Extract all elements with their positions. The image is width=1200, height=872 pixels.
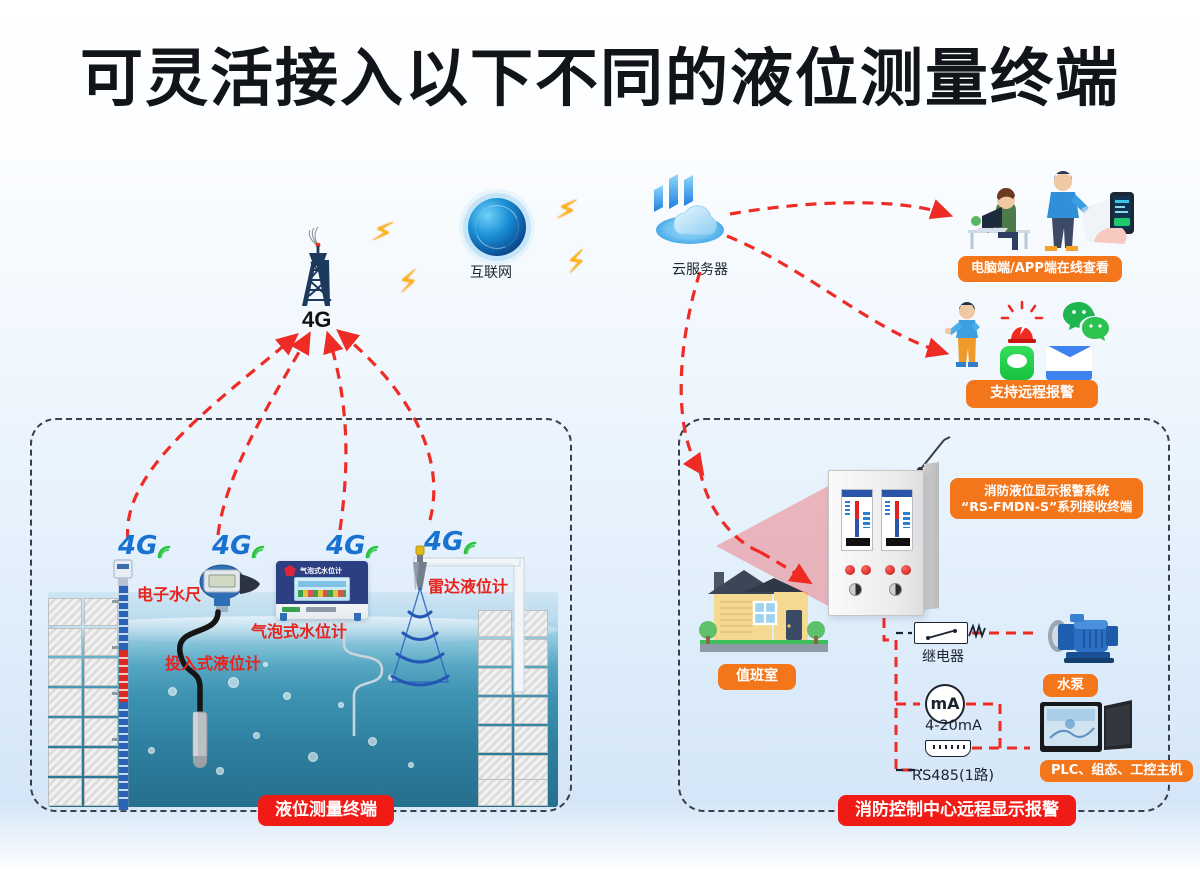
rs485-port-icon (925, 740, 971, 757)
reservoir-water-scene (48, 592, 558, 807)
tag-4g-text-3: 4G (326, 531, 366, 561)
cabinet-button-2[interactable] (861, 565, 871, 575)
badge-receiving-terminal-line1: 消防液位显示报警系统 (984, 483, 1110, 498)
cabinet-button-1[interactable] (845, 565, 855, 575)
badge-plc-scada-host: PLC、组态、工控主机 (1040, 760, 1194, 783)
bubbler-water-level-gauge-device: 气泡式水位计 (276, 561, 368, 621)
relay-coil-icon (968, 622, 986, 640)
water-pump-illustration (1048, 614, 1118, 663)
tag-4g-sensor-3: 4G (326, 531, 379, 561)
cabinet-front-panel (828, 470, 924, 616)
water-body (48, 592, 558, 807)
label-electronic-water-ruler: 电子水尺 (137, 585, 202, 604)
cabinet-gauge-1 (841, 489, 873, 551)
label-rs485: RS485(1路) (912, 768, 994, 784)
lightning-bolt-icon-3: ⚡ (553, 192, 580, 229)
label-submersible-level-transmitter: 投入式液位计 (165, 654, 262, 673)
cabinet-side-panel (924, 462, 939, 610)
duty-room-house-illustration (699, 570, 828, 652)
badge-receiving-terminal-line2: “RS-FMDN-S”系列接收终端 (961, 498, 1133, 514)
tag-4g-text-4: 4G (424, 527, 464, 557)
fire-level-alarm-receiving-cabinet (716, 436, 951, 616)
cloud-server-icon (654, 174, 724, 244)
electronic-water-ruler-device (112, 559, 133, 811)
bubbler-device-text: 气泡式水位计 (300, 567, 342, 575)
cell-tower-icon (302, 226, 332, 306)
alarm-light-beam (716, 484, 832, 608)
radar-level-meter-device (390, 545, 525, 693)
stone-wall-left (48, 598, 120, 806)
lightning-bolt-icon-2: ⚡ (396, 264, 421, 301)
ma-current-output-icon: mA (925, 684, 965, 724)
badge-fire-control-center: 消防控制中心远程显示报警 (838, 795, 1076, 827)
cabinet-knob-2[interactable] (889, 583, 902, 596)
label-4-20ma: 4-20mA (925, 718, 982, 734)
email-icon (1046, 346, 1092, 380)
tag-4g-text-1: 4G (118, 531, 158, 561)
wechat-icon (1063, 302, 1109, 341)
siren-alarm-icon (1000, 300, 1044, 343)
tag-4g-sensor-1: 4G (118, 531, 171, 561)
tag-4g-text-2: 4G (212, 531, 252, 561)
submersible-level-transmitter-device (177, 564, 260, 768)
badge-duty-room: 值班室 (718, 664, 796, 690)
badge-water-pump: 水泵 (1043, 674, 1098, 697)
label-relay: 继电器 (922, 649, 964, 665)
lightning-bolt-icon-1: ⚡ (368, 214, 397, 251)
plc-hmi-illustration (1040, 700, 1132, 752)
alarm-person-illustration (944, 302, 980, 367)
badge-pc-app-online-view: 电脑端/APP端在线查看 (958, 256, 1122, 283)
badge-receiving-terminal: 消防液位显示报警系统 “RS-FMDN-S”系列接收终端 (950, 478, 1144, 520)
internet-label: 互联网 (470, 265, 512, 281)
page-title: 可灵活接入以下不同的液位测量终端 (80, 42, 1120, 115)
cloud-server-label: 云服务器 (672, 262, 728, 278)
users-pc-app-illustration (968, 171, 1134, 251)
tag-4g-sensor-2: 4G (212, 531, 265, 561)
tag-4g-sensor-4: 4G (424, 527, 477, 557)
label-bubbler-water-level-gauge: 气泡式水位计 (251, 622, 348, 641)
lightning-bolt-icon-4: ⚡ (563, 244, 590, 281)
bubbler-tube (342, 618, 384, 736)
tower-4g-label: 4G (302, 307, 332, 332)
cabinet-knob-1[interactable] (849, 583, 862, 596)
badge-remote-alarm: 支持远程报警 (966, 380, 1098, 408)
relay-icon (914, 622, 968, 644)
cabinet-button-3[interactable] (885, 565, 895, 575)
cabinet-gauge-2 (881, 489, 913, 551)
sms-message-icon (1000, 346, 1034, 380)
cabinet-button-4[interactable] (901, 565, 911, 575)
badge-level-measurement-terminals: 液位测量终端 (258, 795, 394, 827)
internet-globe-icon (468, 198, 526, 256)
label-radar-level-meter: 雷达液位计 (428, 577, 509, 596)
